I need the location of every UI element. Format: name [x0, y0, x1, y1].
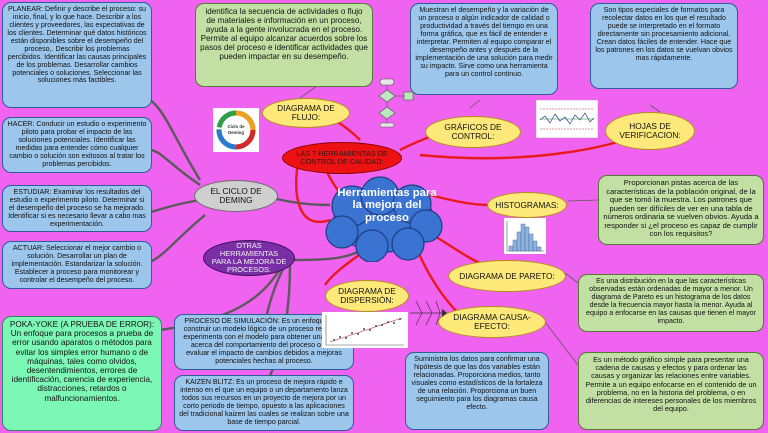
- note-planear: PLANEAR: Definir y describe el proceso: …: [2, 2, 152, 108]
- topic-ciclo-deming: EL CICLO DE DEMING: [194, 180, 278, 212]
- note-graficos-control: Muestran el desempeño y la variación de …: [410, 3, 558, 95]
- topic-diagrama-pareto: DIAGRAMA DE PARETO:: [448, 260, 566, 292]
- topic-siete-herramientas: LAS 7 HERRAMIENTAS DE CONTROL DE CALIDAD…: [282, 142, 402, 174]
- note-diagrama-flujo: identifica la secuencia de actividades o…: [195, 3, 373, 87]
- note-actuar: ACTUAR: Seleccionar el mejor cambio o so…: [2, 241, 152, 289]
- flowchart-thumbnail-icon: [378, 78, 414, 128]
- note-hacer: HACER: Conducir un estudio o experimento…: [2, 117, 152, 173]
- svg-text:Ciclo de: Ciclo de: [227, 124, 245, 129]
- topic-diagrama-dispersion: DIAGRAMA DE DISPERSIÓN:: [325, 280, 409, 312]
- topic-graficos-control: GRÁFICOS DE CONTROL:: [425, 116, 521, 148]
- note-causa-efecto: Es un método gráfico simple para present…: [578, 352, 764, 430]
- central-title: Herramientas para la mejora del proceso: [337, 187, 437, 224]
- svg-text:Deming: Deming: [228, 130, 244, 135]
- histogram-thumbnail-icon: [504, 218, 546, 254]
- fishbone-thumbnail-icon: [410, 300, 447, 326]
- topic-diagrama-flujo: DIAGRAMA DE FLUJO:: [262, 98, 350, 128]
- central-cloud: [325, 176, 443, 262]
- note-histogramas: Proporcionan pistas acerca de las caract…: [598, 175, 764, 245]
- topic-otras-herramientas: OTRAS HERRAMIENTAS PARA LA MEJORA DE PRO…: [203, 240, 295, 276]
- deming-cycle-icon: Ciclo de Deming: [213, 108, 259, 152]
- topic-hojas-verificacion: HOJAS DE VERIFICACION:: [605, 112, 695, 150]
- note-dispersion: Suministra los datos para confirmar una …: [405, 352, 549, 430]
- note-hojas-verificacion: Son tipos especiales de formatos para re…: [590, 3, 738, 89]
- note-kaizen: KAIZEN BLITZ: Es un proceso de mejora rá…: [174, 375, 354, 431]
- topic-diagrama-causa-efecto: DIAGRAMA CAUSA-EFECTO:: [438, 306, 546, 338]
- note-estudiar: ESTUDIAR: Examinar los resultados del es…: [2, 185, 152, 232]
- control-chart-thumbnail-icon: [536, 100, 598, 138]
- topic-histogramas: HISTOGRAMAS:: [487, 192, 567, 218]
- scatter-thumbnail-icon: [322, 312, 408, 348]
- note-pokayoke: POKA-YOKE (A PRUEBA DE ERROR): Un enfoqu…: [2, 316, 162, 431]
- note-pareto: Es una distribución en la que las caract…: [578, 274, 764, 332]
